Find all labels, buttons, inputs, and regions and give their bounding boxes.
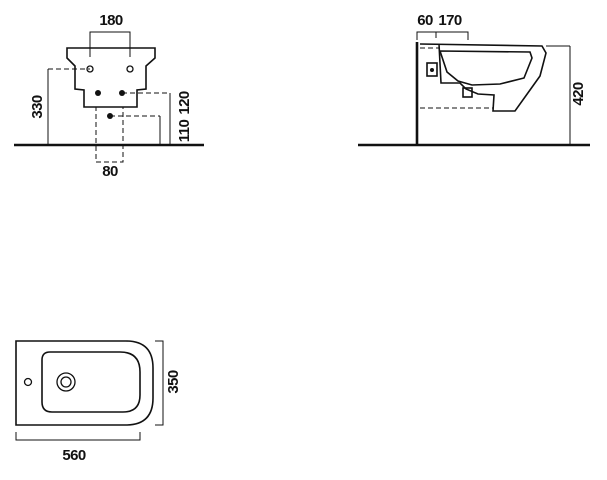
- front-supply-box: [95, 106, 124, 163]
- side-supply-box: [426, 62, 438, 77]
- front-view: 180 330 120 110 80: [14, 12, 204, 180]
- side-view: 60 170 420: [358, 12, 590, 147]
- side-bidet-outline: [419, 43, 547, 112]
- top-view: 350 560: [15, 340, 182, 464]
- side-supply-hole: [430, 68, 434, 72]
- dim-offset-a: 60: [417, 12, 433, 29]
- dim-offset-b: 170: [438, 12, 461, 29]
- top-tap-hole: [23, 377, 33, 387]
- dim-length: 560: [62, 447, 85, 464]
- top-bidet-outline: [15, 340, 154, 426]
- dim-width: 350: [165, 370, 182, 393]
- front-bolt-left: [95, 90, 101, 96]
- dim-height-total: 330: [29, 95, 46, 118]
- dim-width-bracket: [155, 340, 164, 426]
- dim-height: 420: [570, 82, 587, 105]
- top-bowl-inner: [41, 351, 141, 413]
- dim-offset-bracket: [416, 31, 469, 40]
- dim-length-bracket: [15, 432, 141, 441]
- dim-height-upper: 120: [176, 91, 193, 114]
- front-bidet-outline: [66, 47, 156, 108]
- top-drain-inner: [60, 376, 72, 388]
- dim-top-spacing-bracket: [89, 31, 131, 57]
- dim-top-spacing: 180: [99, 12, 122, 29]
- front-mount-hole-right: [126, 65, 134, 73]
- side-bowl-inner: [438, 50, 533, 86]
- dim-height-lower: 110: [176, 120, 193, 143]
- dim-bottom-spacing: 80: [102, 163, 118, 180]
- side-drain-fitting: [462, 87, 473, 98]
